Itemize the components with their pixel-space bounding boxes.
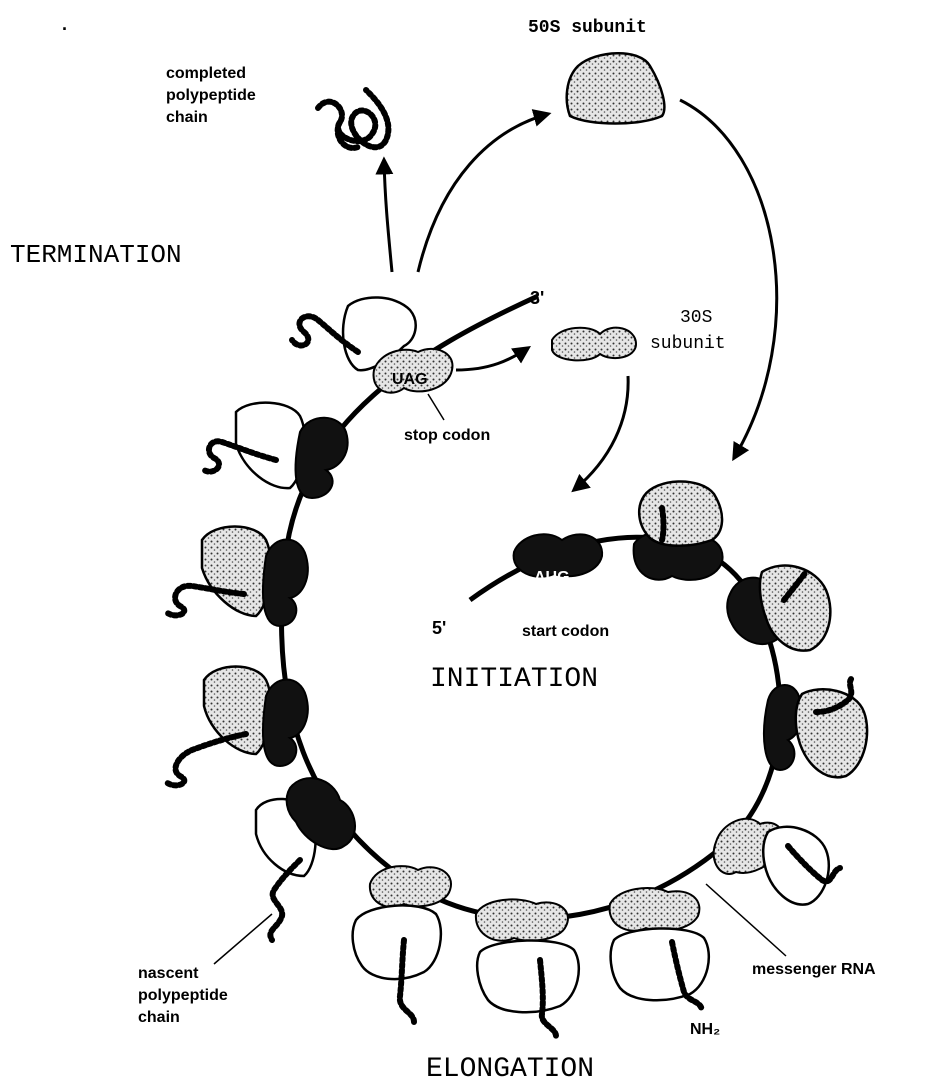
ribosome-bottom-3 [610, 888, 709, 1010]
ribosome-left-1 [204, 403, 348, 498]
label-five-prime: 5' [432, 618, 446, 638]
label-messenger-rna: messenger RNA [752, 961, 876, 978]
label-nascent-2: polypeptide [138, 987, 228, 1004]
arrow-to-completed-chain [384, 160, 392, 272]
label-completed-chain-2: polypeptide [166, 87, 256, 104]
label-initiation: INITIATION [430, 664, 598, 695]
label-completed-chain-1: completed [166, 65, 246, 82]
label-start-codon: start codon [522, 623, 609, 640]
ribosome-bottom-2 [476, 899, 579, 1036]
arrow-30s-to-initiation [574, 376, 628, 490]
ribosome-top-right [634, 481, 723, 579]
ribosome-bottom-1 [353, 866, 451, 1022]
ribosome-right-lower [714, 819, 840, 905]
ribosome-left-2 [166, 527, 308, 627]
ribosome-right-mid [764, 678, 867, 777]
nascent-leader [214, 914, 272, 964]
label-termination: TERMINATION [10, 240, 182, 270]
arrow-to-50s [418, 114, 548, 272]
arrow-to-30s [456, 348, 528, 370]
label-nascent-1: nascent [138, 965, 199, 982]
label-three-prime: 3' [530, 288, 544, 308]
label-nascent-3: chain [138, 1009, 180, 1026]
label-nh2: NH₂ [690, 1021, 720, 1038]
label-stop-codon-seq: UAG [392, 371, 428, 388]
messenger-rna-strand [281, 296, 780, 919]
ribosome-right-upper [727, 566, 830, 651]
label-completed-chain-3: chain [166, 109, 208, 126]
label-elongation: ELONGATION [426, 1054, 594, 1085]
ribosome-left-3 [166, 667, 308, 786]
completed-polypeptide-coil [318, 90, 388, 148]
label-30s-line1: 30S [680, 308, 712, 328]
label-30s-line2: subunit [650, 334, 726, 354]
terminating-ribosome [292, 297, 452, 392]
stop-codon-leader [428, 394, 444, 420]
top-dot: . [62, 14, 67, 34]
free-30s-subunit [552, 328, 636, 361]
label-start-codon-seq: AUG [534, 569, 570, 586]
label-stop-codon: stop codon [404, 427, 490, 444]
label-50s-subunit: 50S subunit [528, 18, 647, 38]
arrow-50s-to-initiation [680, 100, 777, 458]
messenger-rna-leader [706, 884, 786, 956]
free-50s-subunit [567, 53, 665, 123]
